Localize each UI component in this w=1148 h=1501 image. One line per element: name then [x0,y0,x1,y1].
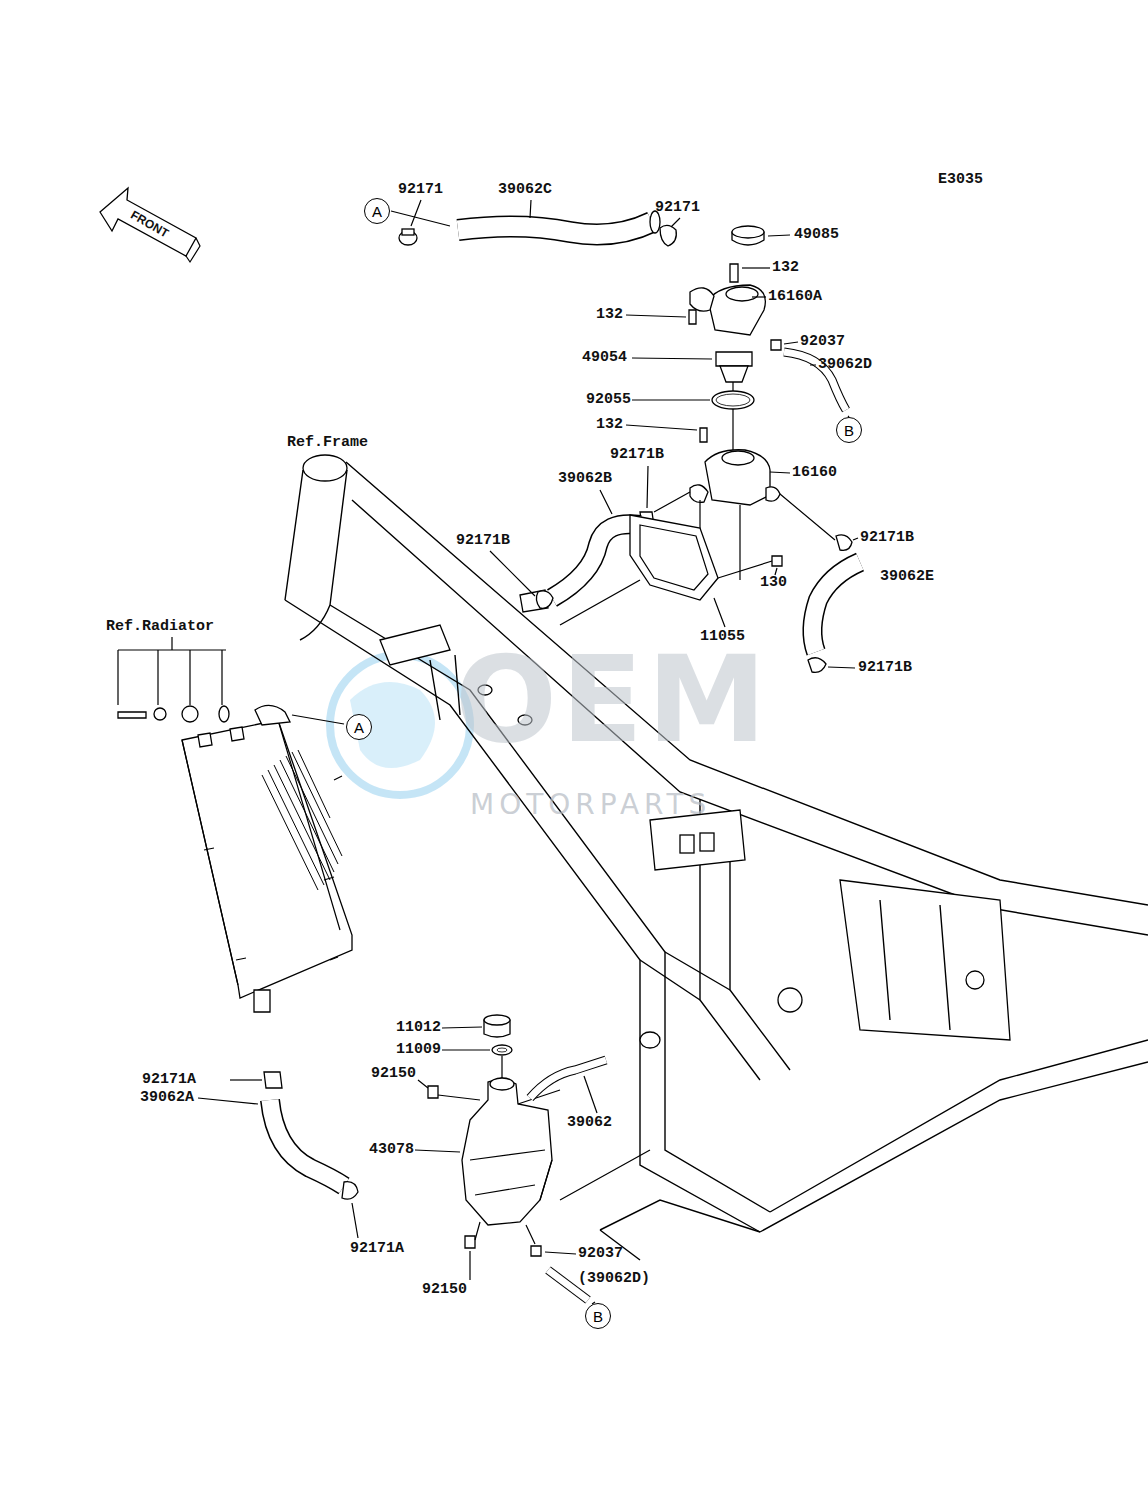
callout-number: 39062C [498,181,552,199]
callout-number: 92171A [350,1240,404,1258]
connector-letter: A [372,204,382,219]
hose-39062e [808,535,860,672]
hose-39062b [490,490,640,608]
callout-number: 92171 [655,199,700,217]
frame [285,455,1148,1260]
front-arrow [100,188,200,262]
callout-number: 39062B [558,470,612,488]
watermark: MOTORPARTS [470,791,711,819]
callout-number: 49085 [794,226,839,244]
callout-number: 39062A [140,1089,194,1107]
connector-letter: A [354,720,364,735]
callout-number: 92171B [858,659,912,677]
callout-number: 92037 [800,333,845,351]
connector-circle: A [346,714,372,740]
callout-number: 43078 [369,1141,414,1159]
callout-number: 16160 [792,464,837,482]
connector-circle: A [364,198,390,224]
callout-number: 92171B [610,446,664,464]
callout-number: 92171 [398,181,443,199]
connector-letter: B [844,423,854,438]
callout-number: Ref.Frame [287,434,368,452]
callout-number: 130 [760,574,787,592]
callout-number: 132 [772,259,799,277]
callout-number: E3035 [938,171,983,189]
callout-number: (39062D) [578,1270,650,1288]
callout-number: 92150 [422,1281,467,1299]
bracket-11055 [630,515,782,627]
callout-number: 132 [596,306,623,324]
radiator [118,637,358,1238]
callout-number: 39062E [880,568,934,586]
callout-number: 39062D [818,356,872,374]
upper-hose [391,200,680,246]
connector-letter: B [593,1309,603,1324]
callout-number: 92150 [371,1065,416,1083]
callout-number: 16160A [768,288,822,306]
callout-number: 92171B [456,532,510,550]
callout-number: 39062 [567,1114,612,1132]
callout-number: Ref.Radiator [106,618,214,636]
callout-number: 92037 [578,1245,623,1263]
callout-number: 92171A [142,1071,196,1089]
watermark: OEM [455,640,770,760]
callout-number: 11012 [396,1019,441,1037]
watermark-globe [330,655,470,795]
callout-number: 132 [596,416,623,434]
connector-circle: B [836,417,862,443]
callout-number: 92055 [586,391,631,409]
reservoir [415,1015,650,1304]
callout-number: 11009 [396,1041,441,1059]
callout-number: 49054 [582,349,627,367]
callout-number: 92171B [860,529,914,547]
connector-circle: B [585,1303,611,1329]
direction-label: FRONT [128,206,173,242]
